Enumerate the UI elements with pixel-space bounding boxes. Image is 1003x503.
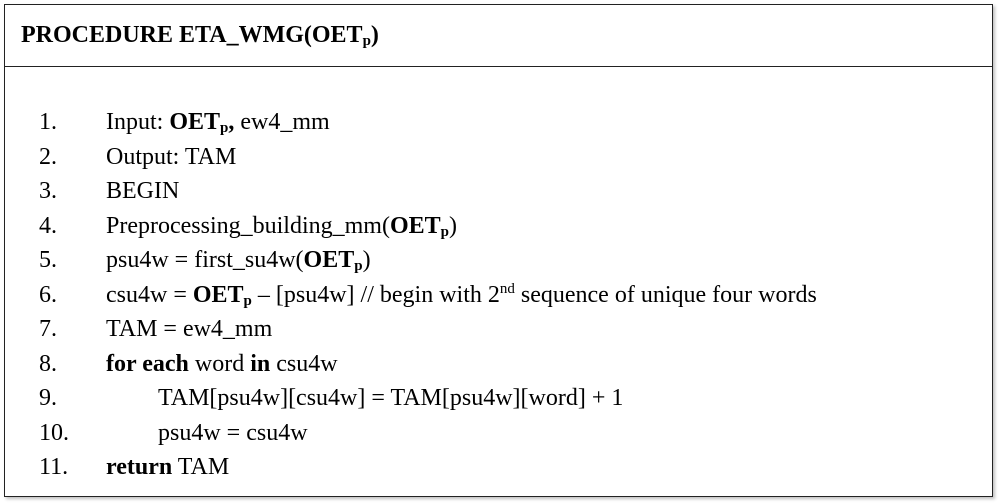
title-subscript: p (362, 33, 371, 49)
line-content: BEGIN (106, 178, 180, 204)
line-3: 3. BEGIN (5, 174, 992, 209)
line-number: 6. (39, 281, 57, 308)
line-number: 11. (39, 454, 69, 480)
bold-part: OET (389, 212, 441, 239)
procedure-lines: 1. Input: OETp, ew4_mm 2. Output: TAM 3.… (5, 105, 992, 485)
line-content: Input: OETp, ew4_mm (106, 105, 330, 140)
text-part: csu4w = (106, 281, 193, 308)
line-number: 3. (39, 178, 57, 204)
line-8: 8. for each word in csu4w (5, 347, 992, 382)
line-number: 1. (39, 109, 57, 135)
line-1: 1. Input: OETp, ew4_mm (5, 105, 992, 140)
line-7: 7. TAM = ew4_mm (5, 312, 992, 347)
line-6: 6. csu4w = OETp – [psu4w] // begin with … (5, 278, 992, 313)
line-content: TAM[psu4w][csu4w] = TAM[psu4w][word] + 1 (158, 385, 624, 411)
line-4: 4. Preprocessing_building_mm(OETp) (5, 209, 992, 244)
text-part: psu4w = first_su4w( (106, 247, 304, 273)
text-part: TAM (172, 454, 230, 480)
bold-part: OET (303, 247, 355, 273)
line-number: 2. (39, 143, 57, 170)
line-number: 8. (39, 350, 57, 377)
keyword-in: in (250, 350, 271, 377)
procedure-title: PROCEDURE ETA_WMG(OETp) (21, 18, 379, 52)
line-10: 10. psu4w = csu4w (5, 416, 992, 451)
text-part: word (188, 350, 251, 377)
keyword-for-each: for each (106, 350, 189, 377)
bold-part: OET (169, 109, 221, 135)
subscript-part: p (243, 292, 252, 309)
line-11: 11. return TAM (5, 450, 992, 485)
bold-part: OET (192, 281, 244, 308)
line-number: 7. (39, 316, 57, 342)
line-content: Output: TAM (106, 143, 237, 170)
text-part: ew4_mm (234, 109, 330, 135)
line-content: csu4w = OETp – [psu4w] // begin with 2nd… (106, 278, 817, 313)
text-part: sequence of unique four words (514, 281, 817, 308)
line-content: psu4w = csu4w (158, 419, 308, 446)
text-part: ) (362, 247, 371, 273)
line-content: Preprocessing_building_mm(OETp) (106, 209, 457, 244)
subscript-part: p (440, 223, 449, 240)
text-part: – [psu4w] // begin with 2 (251, 281, 500, 308)
line-content: return TAM (106, 450, 229, 485)
superscript-part: nd (499, 280, 515, 297)
bold-part: , (228, 109, 235, 135)
text-part: csu4w (270, 350, 338, 377)
keyword-return: return (106, 454, 173, 480)
line-2: 2. Output: TAM (5, 140, 992, 175)
line-number: 4. (39, 212, 57, 239)
text-part: ) (449, 212, 457, 239)
line-content: for each word in csu4w (106, 347, 338, 382)
title-prefix: PROCEDURE ETA_WMG(OET (21, 22, 363, 48)
title-suffix: ) (370, 22, 379, 48)
procedure-box: PROCEDURE ETA_WMG(OETp) 1. Input: OETp, … (4, 4, 993, 497)
line-number: 9. (39, 385, 57, 411)
subscript-part: p (220, 120, 229, 136)
text-part: Input: (106, 109, 170, 135)
line-5: 5. psu4w = first_su4w(OETp) (5, 243, 992, 278)
line-content: TAM = ew4_mm (106, 316, 273, 342)
line-number: 10. (39, 419, 69, 446)
text-part: Preprocessing_building_mm( (106, 212, 390, 239)
line-number: 5. (39, 247, 57, 273)
line-9: 9. TAM[psu4w][csu4w] = TAM[psu4w][word] … (5, 381, 992, 416)
title-divider (5, 66, 992, 67)
line-content: psu4w = first_su4w(OETp) (106, 243, 371, 278)
subscript-part: p (354, 258, 363, 274)
